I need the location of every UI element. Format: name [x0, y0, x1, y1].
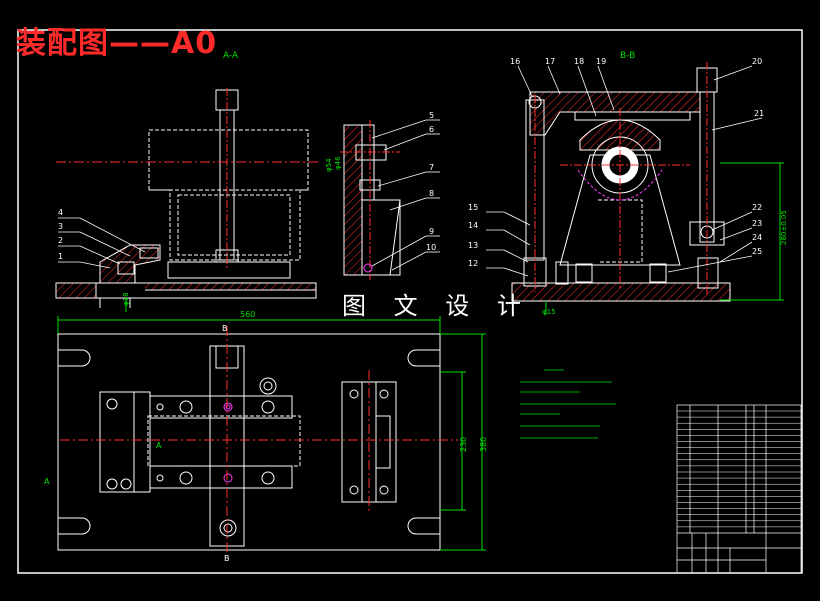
part-numbers-mid: 5 6 7 8 9 10	[426, 111, 436, 252]
dim-dia-left: φ18	[122, 292, 130, 306]
section-mark-b-bottom: B	[224, 554, 230, 563]
parts-list-rows	[677, 410, 801, 528]
leaders-left	[58, 217, 146, 269]
sheet-border	[17, 29, 803, 574]
part-number-20: 20	[752, 57, 762, 66]
dim-bb-height: 280±0.05	[780, 210, 788, 245]
view-plan: 560	[44, 310, 488, 563]
dim-dia-mid-a: φ54	[325, 158, 333, 172]
part-number-3: 3	[58, 222, 63, 231]
watermark: 图 文 设 计	[342, 292, 531, 320]
part-number-13: 13	[468, 241, 478, 250]
part-numbers-left: 1 2 3 4	[58, 208, 63, 261]
part-number-5: 5	[429, 111, 434, 120]
dim-width-560: 560	[240, 310, 255, 319]
part-number-18: 18	[574, 57, 584, 66]
leaders-mid	[371, 119, 440, 271]
section-mark-b-top: B	[222, 324, 228, 333]
part-number-9: 9	[429, 227, 434, 236]
part-number-23: 23	[752, 219, 762, 228]
part-number-12: 12	[468, 259, 478, 268]
part-number-1: 1	[58, 252, 63, 261]
part-number-24: 24	[752, 233, 762, 242]
part-number-4: 4	[58, 208, 63, 217]
leaders-right	[486, 65, 763, 277]
section-label-bb: B-B	[620, 51, 635, 61]
part-number-25: 25	[752, 247, 762, 256]
view-a-a: A-A φ18	[55, 51, 320, 312]
technical-notes	[520, 369, 616, 439]
part-number-22: 22	[752, 203, 762, 212]
part-number-6: 6	[429, 125, 434, 134]
part-number-16: 16	[510, 57, 520, 66]
part-numbers-right-top: 17 18 19 20 21 22 23 24 25	[545, 57, 764, 256]
part-number-8: 8	[429, 189, 434, 198]
drawing-title: 装配图——A0	[16, 26, 218, 61]
section-label-aa: A-A	[223, 51, 239, 61]
part-number-19: 19	[596, 57, 606, 66]
section-mark-a-mid: A	[156, 441, 162, 450]
part-number-21: 21	[754, 109, 764, 118]
parts-list-table	[676, 404, 802, 574]
dim-height-380: 380	[479, 437, 488, 452]
dim-height-230: 230	[459, 437, 468, 452]
part-numbers-right-bottom: 12 13 14 15 16	[468, 57, 520, 268]
part-number-15: 15	[468, 203, 478, 212]
section-mark-a-left: A	[44, 477, 50, 486]
part-number-17: 17	[545, 57, 555, 66]
part-number-14: 14	[468, 221, 478, 230]
part-number-10: 10	[426, 243, 436, 252]
view-b-b: B-B 280±0.05	[511, 51, 788, 316]
part-number-2: 2	[58, 236, 63, 245]
view-side: φ54 φ46	[325, 120, 401, 280]
dim-dia-mid-b: φ46	[334, 156, 342, 170]
part-number-7: 7	[429, 163, 434, 172]
dim-dia-right: φ15	[542, 308, 556, 316]
